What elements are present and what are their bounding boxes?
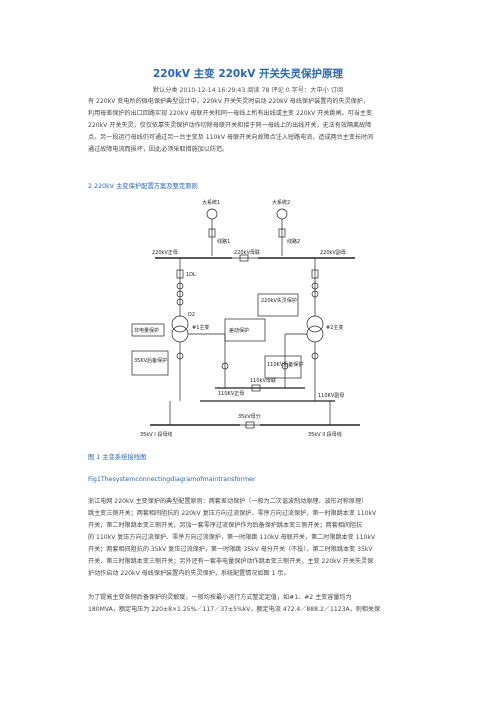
- failure-prot-box: [257, 293, 299, 317]
- label-prot35: 35KV后备保护: [134, 357, 167, 364]
- label-source1: 大系统1: [202, 199, 220, 206]
- body-line-4: 的 110kV 复压方向过流保护、零序方向过流保护，第一时限跳 110kV 母联…: [88, 534, 376, 541]
- article-meta: 默认分类 2010-12-14 16:29:43 阅读 78 评论 0 字号：大…: [152, 87, 344, 94]
- prot35-box: [131, 350, 169, 376]
- body-line-2: 跳主变三侧开关；两套相间阻抗的 220kV 复压方向过流保护、零序方向过流保护，…: [88, 510, 377, 517]
- diff-box: [224, 318, 266, 342]
- label-bus220-right: 220kV副母: [320, 249, 346, 256]
- nonelec-box: [131, 323, 165, 337]
- label-fail-prot: 220kV失灵保护: [261, 297, 297, 304]
- label-bus35-left: 35kV I 段母线: [140, 431, 172, 438]
- body-line-1: 浙江电网 220kV 主变保护的典型配置原则：两套差动保护（一般为二次谐波制动原…: [88, 498, 368, 505]
- label-1dl: 1DL: [186, 272, 196, 278]
- section-heading: 2 220kV 主变保护配置方案及整定原则: [88, 183, 198, 190]
- label-bus35-seg: 35kV母分: [238, 413, 261, 420]
- label-t2: #2主变: [326, 324, 343, 331]
- prot110-box: [264, 355, 302, 379]
- label-bus220-left: 220kV正母: [152, 250, 178, 256]
- label-diff: 差动保护: [229, 327, 249, 334]
- label-line2: 线路2: [287, 238, 300, 245]
- intro-line-2: 利用母差保护的出口回路实现 220kV 母联开关和同一母线上所有出线或主变 22…: [88, 110, 373, 117]
- label-prot110: 110KV后备保护: [267, 361, 303, 368]
- label-line1: 线路1: [217, 238, 230, 245]
- label-t1: #1主变: [192, 324, 209, 331]
- intro-line-4: 点。另一段运行母线仍可通过另一台主变及 110kV 母联开关向故障点注入短路电流…: [88, 134, 374, 141]
- system-diagram: 大系统1 大系统2 线路1 线路2 220kV正母 220kV母联 220kV副…: [131, 199, 360, 438]
- label-nonelec: 非电量保护: [134, 327, 159, 334]
- intro-line-5: 通过故障电流而损坏，因此必须采取措施加以防范。: [88, 146, 229, 153]
- body-line-6: 开关，第三时限跳本变三侧开关；另外还有一套非电量保护动作跳本变三侧开关，主变 2…: [88, 558, 374, 565]
- label-bus110-left: 110KV正母: [218, 391, 244, 397]
- last-line-1: 为了提高主变各侧后备保护的灵敏度，一般均按最小运行方式整定定值，如#1、#2 主…: [88, 594, 352, 601]
- label-bus35-right: 35kV II 段母线: [308, 431, 342, 438]
- body-line-5: 开关；两套相间阻抗的 35kV 复压过流保护，第一时限跳 35kV 母分开关（不…: [88, 546, 373, 553]
- source-1-symbol: [206, 208, 218, 220]
- label-source2: 大系统2: [272, 199, 290, 206]
- figure-caption: 图 1 主变系统接线图: [88, 454, 147, 461]
- body-line-7: 护动作启动 220kV 母线保护装置内的失灵保护，系统配置情况如图 1 示。: [88, 570, 290, 577]
- body-line-3: 开关，第二时限跳本变三侧开关，另加一套零序过流保护作为后备保护跳本变三侧开关；两…: [88, 522, 363, 529]
- intro-line-3: 220kV 开关失灵，仅仅依靠失灵保护动作切除母联开关和接于同一母线上的出线开关…: [88, 122, 372, 129]
- label-coupler110: 110kV母联: [250, 377, 276, 384]
- source-2-symbol: [276, 208, 288, 220]
- label-bus110-right: 110KV副母: [318, 392, 344, 399]
- label-d2: D2: [188, 312, 195, 318]
- last-line-2: 180MVA，额定电压为 220±8×1.25%／117／37±5%kV，额定电…: [88, 606, 381, 613]
- figure-caption-en: Fig1Thesystemconnectingdiagramofmaintran…: [88, 476, 256, 483]
- intro-line-1: 有 220kV 变电所的微电保护典型设计中，220kV 开关失灵时启动 220k…: [88, 98, 369, 105]
- label-coupler220: 220kV母联: [234, 249, 260, 256]
- article-title: 220kV 主变 220kV 开关失灵保护原理: [152, 68, 344, 80]
